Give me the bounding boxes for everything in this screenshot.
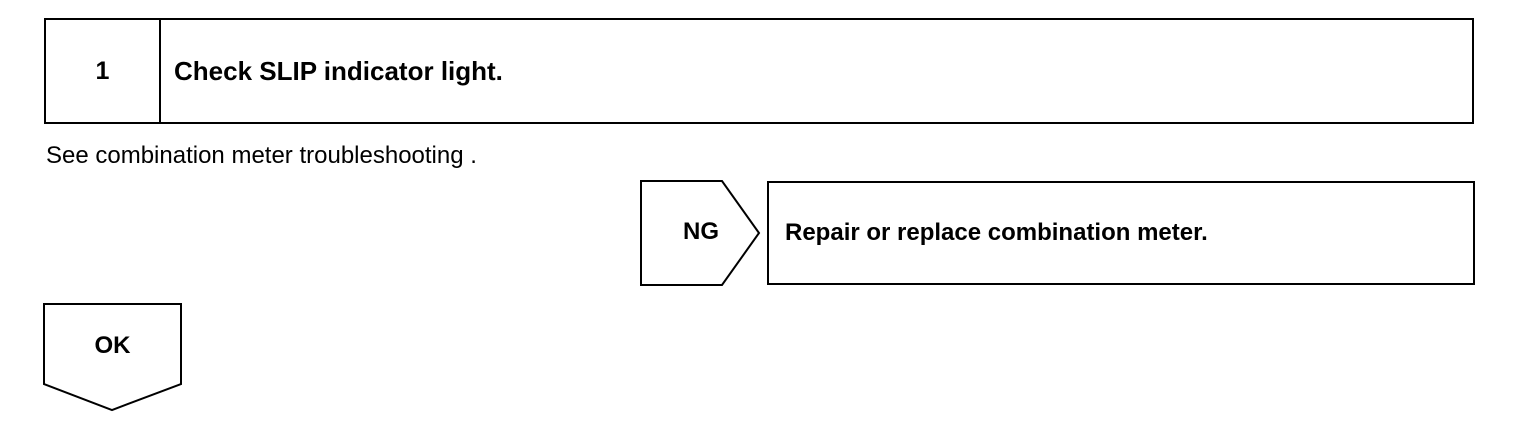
ng-action-box: Repair or replace combination meter. bbox=[767, 181, 1475, 285]
ng-label: NG bbox=[683, 218, 719, 245]
ok-label: OK bbox=[94, 332, 131, 359]
ng-arrow-shape bbox=[640, 180, 761, 286]
step-title: Check SLIP indicator light. bbox=[174, 55, 503, 86]
step-number: 1 bbox=[95, 56, 110, 85]
step-divider bbox=[159, 20, 161, 122]
instruction-text: See combination meter troubleshooting . bbox=[46, 142, 477, 169]
ng-action-text: Repair or replace combination meter. bbox=[785, 219, 1208, 246]
ok-arrow-shape bbox=[43, 303, 182, 412]
step-header-box: 1 Check SLIP indicator light. bbox=[44, 18, 1474, 124]
